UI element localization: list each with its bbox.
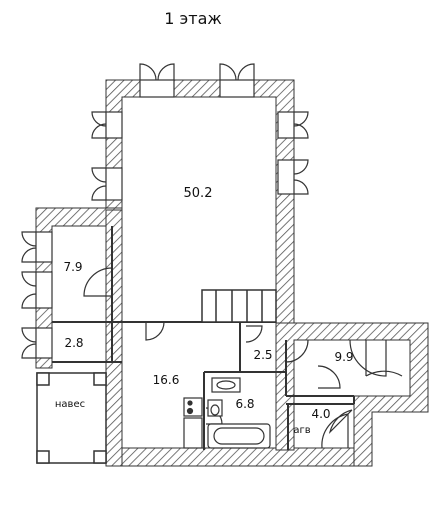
stove-icon xyxy=(183,397,203,417)
bathroom-fixtures xyxy=(183,377,271,449)
room-area-main-hall: 50.2 xyxy=(184,186,213,201)
room-labels: 50.2 7.9 2.8 16.6 2.5 9.9 6.8 4.0 навес … xyxy=(55,186,354,436)
walls xyxy=(35,79,429,467)
boiler-label: агв xyxy=(293,425,310,436)
canopy xyxy=(36,372,107,464)
room-area-closet-left: 2.8 xyxy=(64,336,83,350)
floor-title: 1 этаж xyxy=(164,9,222,28)
exterior-windows xyxy=(21,63,309,359)
room-area-boiler-room: 4.0 xyxy=(311,407,330,421)
room-area-bathroom: 6.8 xyxy=(235,397,254,411)
room-area-storage: 2.5 xyxy=(253,348,272,362)
counter-icon xyxy=(183,417,203,449)
room-area-hallway: 16.6 xyxy=(153,373,180,387)
canopy-label: навес xyxy=(55,399,85,410)
stairs xyxy=(201,289,277,323)
room-area-room-right: 9.9 xyxy=(334,350,353,364)
room-area-room-left: 7.9 xyxy=(63,260,82,274)
